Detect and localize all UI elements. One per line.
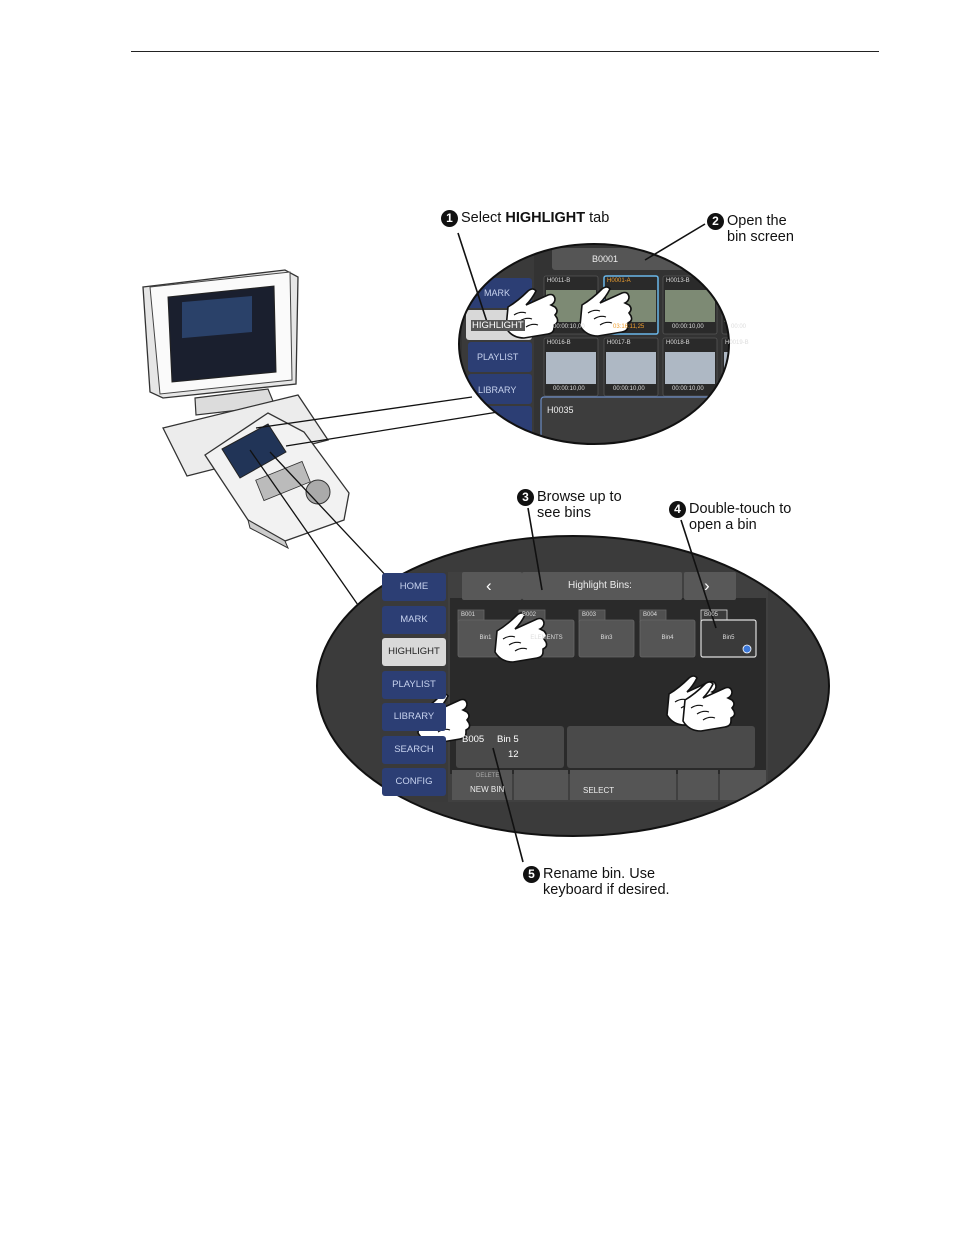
callout-text: see bins <box>537 505 592 521</box>
tab-config[interactable]: CONFIG <box>382 768 446 796</box>
callout-number: 4 <box>669 501 686 518</box>
clip-tile[interactable] <box>603 337 659 397</box>
clip-name: H0011-B <box>547 278 571 284</box>
callout-text: Rename bin. Use <box>543 866 656 882</box>
clip-name: H0001-A <box>607 278 631 284</box>
top-tab-playlist[interactable]: PLAYLIST <box>477 352 519 362</box>
controller <box>204 412 350 550</box>
callout-text: Double-touch to <box>689 501 792 517</box>
callout-text: keyboard if desired. <box>543 882 670 898</box>
top-tab-highlight[interactable]: HIGHLIGHT <box>471 320 525 331</box>
clip-tile[interactable] <box>721 337 776 397</box>
tab-playlist[interactable]: PLAYLIST <box>382 671 446 699</box>
callout-number: 1 <box>441 210 458 227</box>
clip-timecode: 00:00:10,00 <box>672 324 704 330</box>
clip-name: H0016-B <box>547 340 571 346</box>
callout-number: 5 <box>523 866 540 883</box>
bin-info-name-field[interactable]: Bin 5 <box>497 734 519 745</box>
clip-timecode: 00:00:10,00 <box>672 386 704 392</box>
callout-text: open a bin <box>689 517 757 533</box>
clip-name: H0018-B <box>666 340 690 346</box>
bin-id: B002 <box>522 612 537 618</box>
bin-info-id: B005 <box>462 734 485 745</box>
bin-name: ELEMENTS <box>530 635 563 641</box>
callout-text: Select <box>461 210 506 226</box>
top-bin-title: B0001 <box>592 254 619 264</box>
bins-header-title: Highlight Bins: <box>568 580 632 591</box>
callout-number: 3 <box>517 489 534 506</box>
clip-name: H0017-B <box>607 340 631 346</box>
bin-id: B004 <box>643 612 658 618</box>
bin-name: Bin1 <box>479 635 492 641</box>
select-button[interactable]: SELECT <box>583 786 615 795</box>
bin-name: Bin5 <box>722 635 735 641</box>
clip-timecode: 00:00:10,00 <box>553 324 585 330</box>
browse-forward-button[interactable]: › <box>704 576 710 595</box>
bin-id: B003 <box>582 612 597 618</box>
top-selected-clip: H0035 <box>547 405 574 415</box>
tab-library[interactable]: LIBRARY <box>382 703 446 731</box>
bin-name: Bin3 <box>600 635 613 641</box>
bin-name: Bin4 <box>661 635 674 641</box>
delete-button-label[interactable]: DELETE <box>476 773 500 779</box>
clip-timecode: 00:00 <box>731 324 747 330</box>
bin-id: B001 <box>461 612 476 618</box>
clip-name: H0019-B <box>725 340 749 346</box>
browse-back-button[interactable]: ‹ <box>486 576 492 595</box>
bin-info-count: 12 <box>508 749 519 760</box>
callout-text: tab <box>585 210 610 226</box>
top-tab-library[interactable]: LIBRARY <box>478 385 517 395</box>
clip-tile[interactable] <box>662 337 718 397</box>
clip-tile[interactable] <box>662 275 718 335</box>
top-magnified-screen <box>459 244 776 444</box>
top-tab-mark[interactable]: MARK <box>484 288 511 298</box>
bin-tile[interactable] <box>578 609 635 658</box>
header-rule <box>131 51 879 52</box>
clip-timecode: 00:00:10,00 <box>613 386 645 392</box>
bin-selected-indicator-icon <box>742 644 752 654</box>
clip-timecode: 00:00:10,00 <box>553 386 585 392</box>
callout-text: Browse up to <box>537 489 622 505</box>
bin-id: B005 <box>704 612 719 618</box>
callout-bold-text: HIGHLIGHT <box>505 210 586 226</box>
clip-name: H0013-B <box>666 278 690 284</box>
new-bin-button[interactable]: NEW BIN <box>470 785 505 794</box>
callout-text: Open the <box>727 213 787 229</box>
monitor <box>142 269 299 416</box>
tab-home[interactable]: HOME <box>382 573 446 601</box>
tab-highlight[interactable]: HIGHLIGHT <box>382 638 446 666</box>
callout-text: bin screen <box>727 229 794 245</box>
clip-timecode: 03:16:11,25 <box>613 324 645 330</box>
clip-tile[interactable] <box>543 337 599 397</box>
bin-tile[interactable] <box>700 609 757 658</box>
bin-tile[interactable] <box>639 609 696 658</box>
callout-number: 2 <box>707 213 724 230</box>
tab-search[interactable]: SEARCH <box>382 736 446 764</box>
tab-mark[interactable]: MARK <box>382 606 446 634</box>
